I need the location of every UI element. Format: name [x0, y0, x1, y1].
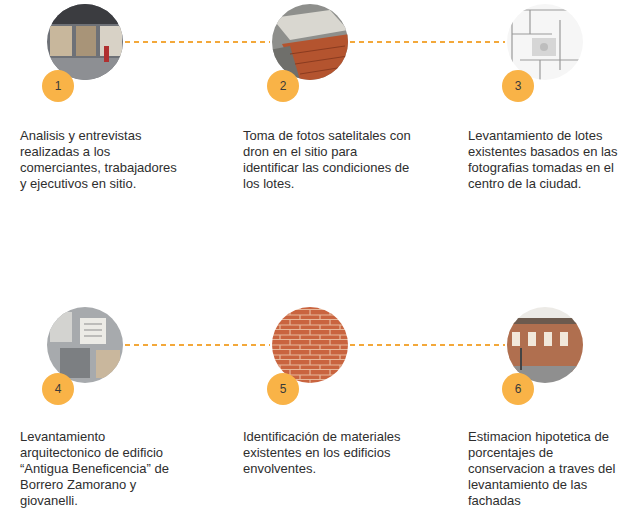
roof-lines	[290, 46, 350, 74]
shop-window	[50, 26, 72, 56]
number-badge: 5	[267, 373, 299, 405]
step-number: 3	[515, 80, 522, 92]
number-badge: 4	[42, 373, 74, 405]
shop-window	[76, 26, 96, 56]
dashed-connector	[125, 41, 270, 43]
lamp-post	[520, 348, 522, 370]
step-photo-circle: 2Toma de fotos satelitales con dron en e…	[272, 4, 348, 80]
dashed-connector	[125, 344, 270, 346]
step-photo-circle: 3Levantamiento de lotes existentes basad…	[507, 4, 583, 80]
building-band	[45, 2, 125, 24]
shop-window	[100, 26, 122, 56]
window	[528, 332, 536, 346]
building	[50, 312, 72, 342]
plan-lines	[512, 10, 580, 80]
step-number: 1	[55, 80, 62, 92]
step-photo-circle: 1Analisis y entrevistas realizadas a los…	[47, 4, 123, 80]
dashed-connector	[350, 344, 505, 346]
roof	[272, 10, 348, 40]
step-photo-circle: 5Identificación de materiales existentes…	[272, 307, 348, 383]
step-description: Identificación de materiales existentes …	[243, 429, 403, 477]
window	[512, 332, 520, 346]
step-photo-circle: 6Estimacion hipotetica de porcentajes de…	[507, 307, 583, 383]
windows	[84, 324, 102, 336]
step-description: Levantamiento de lotes existentes basado…	[468, 128, 620, 192]
building	[80, 318, 106, 344]
step-description: Estimacion hipotetica de porcentajes de …	[468, 429, 620, 509]
person	[104, 46, 109, 62]
step-number: 2	[280, 80, 287, 92]
step-number: 6	[515, 383, 522, 395]
step-description: Levantamiento arquitectonico de edificio…	[20, 429, 180, 509]
dashed-connector	[350, 41, 505, 43]
number-badge: 3	[502, 70, 534, 102]
step-description: Toma de fotos satelitales con dron en el…	[243, 128, 411, 192]
window	[560, 332, 568, 346]
number-badge: 2	[267, 70, 299, 102]
step-description: Analisis y entrevistas realizadas a los …	[20, 128, 180, 192]
building	[96, 350, 120, 378]
roof-edge	[505, 318, 585, 324]
plan-fountain	[540, 43, 548, 51]
step-number: 5	[280, 383, 287, 395]
number-badge: 1	[42, 70, 74, 102]
window	[544, 332, 552, 346]
step-photo-circle: 4Levantamiento arquitectonico de edifici…	[47, 307, 123, 383]
step-number: 4	[55, 383, 62, 395]
number-badge: 6	[502, 373, 534, 405]
facade	[505, 322, 585, 372]
plan-patio	[532, 38, 556, 56]
